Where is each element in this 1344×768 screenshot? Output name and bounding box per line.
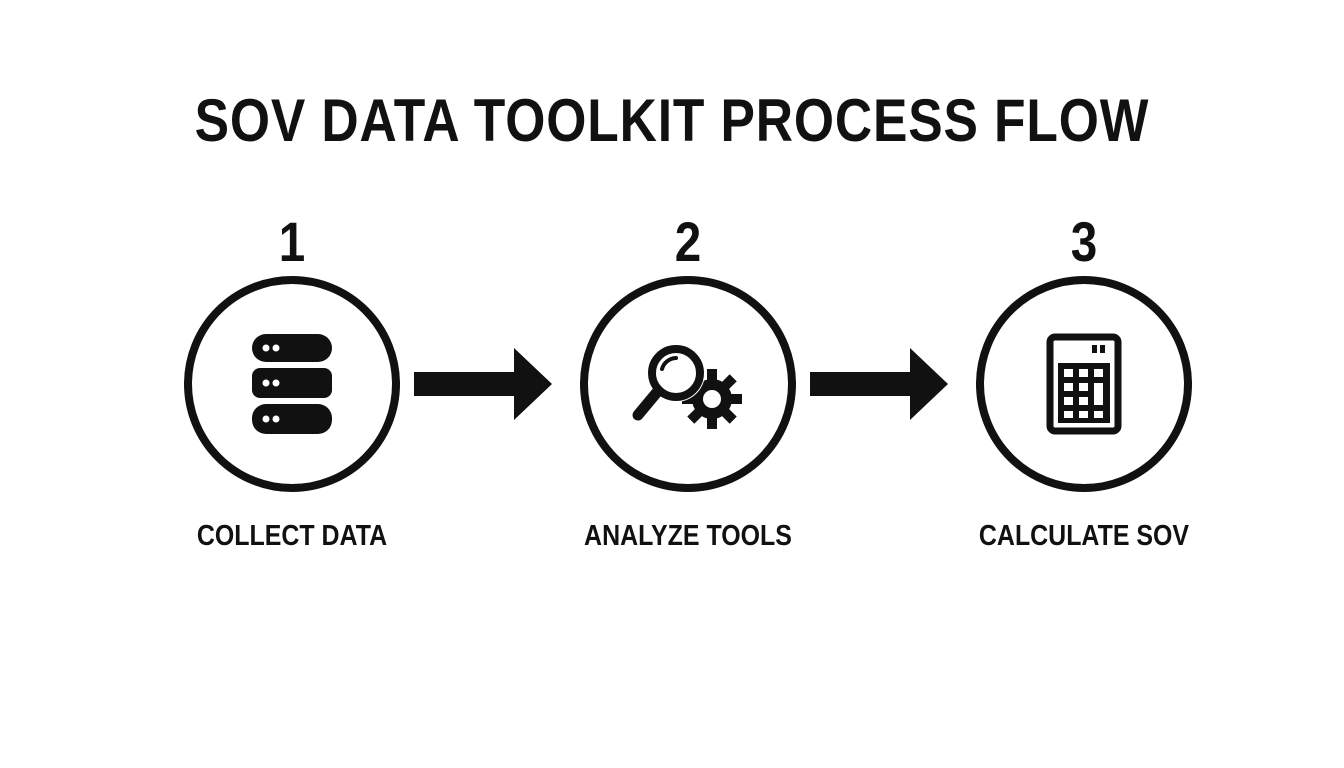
step-number: 2 <box>674 210 702 273</box>
magnifier-gear-icon <box>632 339 744 429</box>
step-circle <box>184 276 400 492</box>
arrow-right-icon <box>810 348 950 420</box>
step-label: CALCULATE SOV <box>978 520 1190 552</box>
step-label: ANALYZE TOOLS <box>584 520 792 552</box>
step-circle <box>976 276 1192 492</box>
step-calculate-sov: 3 <box>954 200 1214 570</box>
calculator-icon <box>1046 333 1122 435</box>
step-number: 3 <box>1070 210 1098 273</box>
step-label: COLLECT DATA <box>196 520 388 552</box>
step-collect-data: 1 COLLECT DATA <box>162 200 422 570</box>
arrow-right-icon <box>414 348 554 420</box>
page-title: SOV DATA TOOLKIT PROCESS FLOW <box>194 87 1150 154</box>
database-icon <box>250 332 334 436</box>
step-number: 1 <box>278 210 306 273</box>
step-analyze-tools: 2 <box>558 200 818 570</box>
step-circle <box>580 276 796 492</box>
